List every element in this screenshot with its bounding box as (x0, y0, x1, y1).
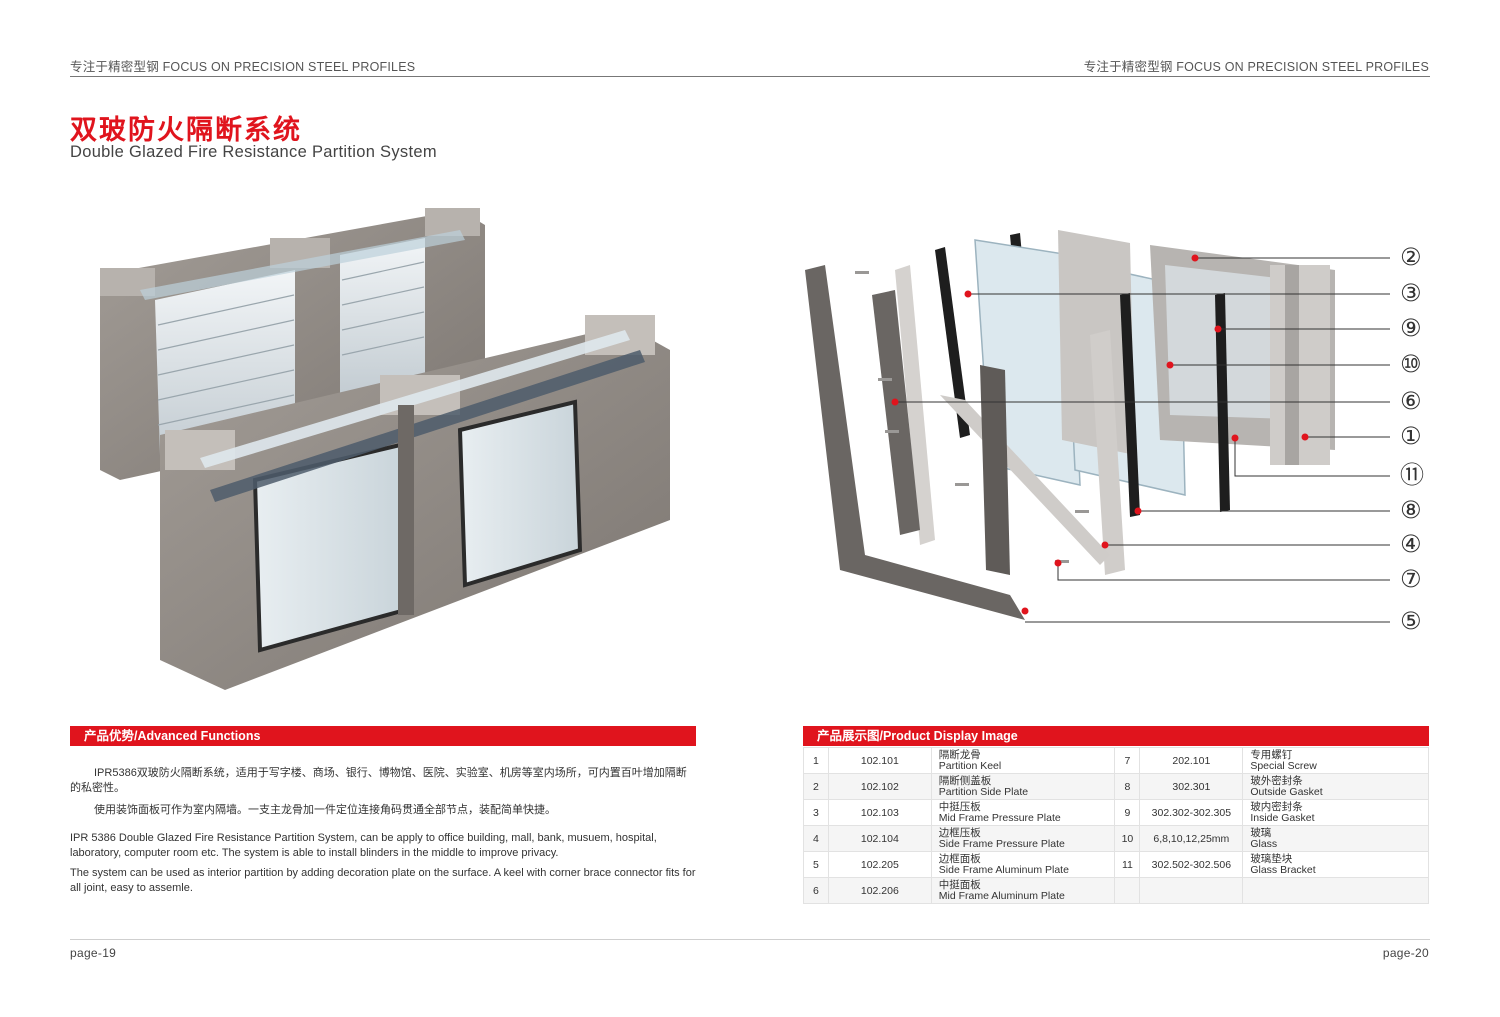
part-number (1114, 877, 1141, 904)
part-number: 4 (803, 825, 829, 852)
part-name-cn: 中挺压板 (938, 800, 981, 813)
callout-1: ① (1400, 423, 1422, 450)
part-name-en: Side Frame Pressure Plate (938, 837, 1065, 850)
part-name-cn: 边框面板 (938, 852, 981, 865)
part-code: 302.302-302.305 (1139, 799, 1244, 826)
part-code: 202.101 (1139, 747, 1244, 774)
part-name-cn: 玻璃垫块 (1250, 852, 1293, 865)
part-number: 3 (803, 799, 829, 826)
callout-4: ④ (1400, 531, 1422, 558)
callout-10: ⑩ (1400, 351, 1422, 378)
part-number: 7 (1114, 747, 1141, 774)
part-number: 1 (803, 747, 829, 774)
part-name-cn: 玻璃 (1250, 826, 1272, 839)
exploded-view-image (805, 230, 1335, 620)
part-name-cn: 专用螺钉 (1250, 748, 1293, 761)
part-number: 6 (803, 877, 829, 904)
part-name-cn: 隔断侧盖板 (938, 774, 992, 787)
part-name-en: Glass (1250, 837, 1278, 850)
callout-3: ③ (1400, 280, 1422, 307)
part-number: 10 (1114, 825, 1141, 852)
part-name-en: Special Screw (1250, 759, 1317, 772)
part-name-en: Mid Frame Pressure Plate (938, 811, 1061, 824)
header-rule (70, 76, 1430, 77)
part-name-en: Glass Bracket (1250, 863, 1316, 876)
part-code (1139, 877, 1244, 904)
part-name-cn: 玻内密封条 (1250, 800, 1303, 813)
part-name-en: Side Frame Aluminum Plate (938, 863, 1069, 876)
part-code: 102.101 (827, 747, 932, 774)
part-name-en: Partition Keel (938, 759, 1002, 772)
header-right-text: 专注于精密型钢 FOCUS ON PRECISION STEEL PROFILE… (1083, 60, 1429, 74)
advanced-cn-paragraph-2: 使用装饰面板可作为室内隔墙。一支主龙骨加一件定位连接角码贯通全部节点，装配简单快… (94, 804, 556, 816)
advanced-en-paragraph-1: IPR 5386 Double Glazed Fire Resistance P… (70, 832, 657, 859)
callout-7: ⑦ (1400, 566, 1422, 593)
part-code: 102.103 (827, 799, 932, 826)
part-number: 2 (803, 773, 829, 800)
part-code: 102.102 (827, 773, 932, 800)
page-number-right: page-20 (1382, 946, 1429, 960)
callout-6: ⑥ (1400, 388, 1422, 415)
page-title-cn: 双玻防火隔断系统 (70, 115, 302, 145)
part-code: 102.205 (827, 851, 932, 878)
footer-rule (70, 939, 1430, 940)
part-name-cn: 隔断龙骨 (938, 748, 981, 761)
part-number: 9 (1114, 799, 1141, 826)
callout-2: ② (1400, 244, 1422, 271)
part-code: 102.206 (827, 877, 932, 904)
part-name-en: Mid Frame Aluminum Plate (938, 889, 1065, 902)
advanced-functions-heading: 产品优势/Advanced Functions (70, 726, 696, 746)
part-number: 5 (803, 851, 829, 878)
part-number: 8 (1114, 773, 1141, 800)
page-title-en: Double Glazed Fire Resistance Partition … (70, 143, 437, 161)
part-name-en: Inside Gasket (1250, 811, 1315, 824)
part-name-cn: 中挺面板 (938, 878, 981, 891)
advanced-en-paragraph-2: The system can be used as interior parti… (70, 867, 696, 894)
partition-3d-image (100, 208, 670, 690)
product-display-heading: 产品展示图/Product Display Image (803, 726, 1429, 746)
part-code: 302.301 (1139, 773, 1244, 800)
page-number-left: page-19 (70, 946, 117, 960)
part-code: 102.104 (827, 825, 932, 852)
part-name-cn: 玻外密封条 (1250, 774, 1303, 787)
advanced-cn-paragraph-1: IPR5386双玻防火隔断系统，适用于写字楼、商场、银行、博物馆、医院、实验室、… (70, 767, 687, 794)
part-name-en: Partition Side Plate (938, 785, 1029, 798)
callout-9: ⑨ (1400, 315, 1422, 342)
callout-8: ⑧ (1400, 497, 1422, 524)
part-description (1242, 877, 1429, 904)
part-code: 302.502-302.506 (1139, 851, 1244, 878)
part-code: 6,8,10,12,25mm (1139, 825, 1244, 852)
part-number: 11 (1114, 851, 1141, 878)
header-left-text: 专注于精密型钢 FOCUS ON PRECISION STEEL PROFILE… (70, 60, 416, 74)
part-name-en: Outside Gasket (1250, 785, 1323, 798)
callout-11: ⑪ (1400, 462, 1424, 489)
callout-5: ⑤ (1400, 608, 1422, 635)
part-name-cn: 边框压板 (938, 826, 981, 839)
